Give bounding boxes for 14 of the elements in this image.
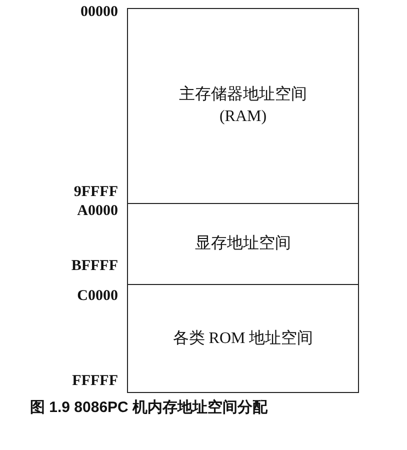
address-label: 00000	[80, 4, 118, 21]
ram-region-box	[127, 8, 359, 204]
address-label: FFFFF	[72, 373, 118, 390]
address-label: BFFFF	[71, 258, 118, 275]
region-label: 主存储器地址空间	[179, 84, 307, 105]
address-label: 9FFFF	[74, 184, 118, 201]
address-label: C0000	[77, 288, 118, 305]
video-memory-region-box	[127, 203, 359, 285]
region-label: (RAM)	[219, 107, 267, 127]
region-label: 显存地址空间	[195, 234, 291, 254]
figure-caption: 图 1.9 8086PC 机内存地址空间分配	[30, 398, 268, 417]
region-label: 各类 ROM 地址空间	[172, 328, 314, 348]
rom-region-box	[127, 284, 359, 393]
address-label: A0000	[77, 203, 118, 220]
